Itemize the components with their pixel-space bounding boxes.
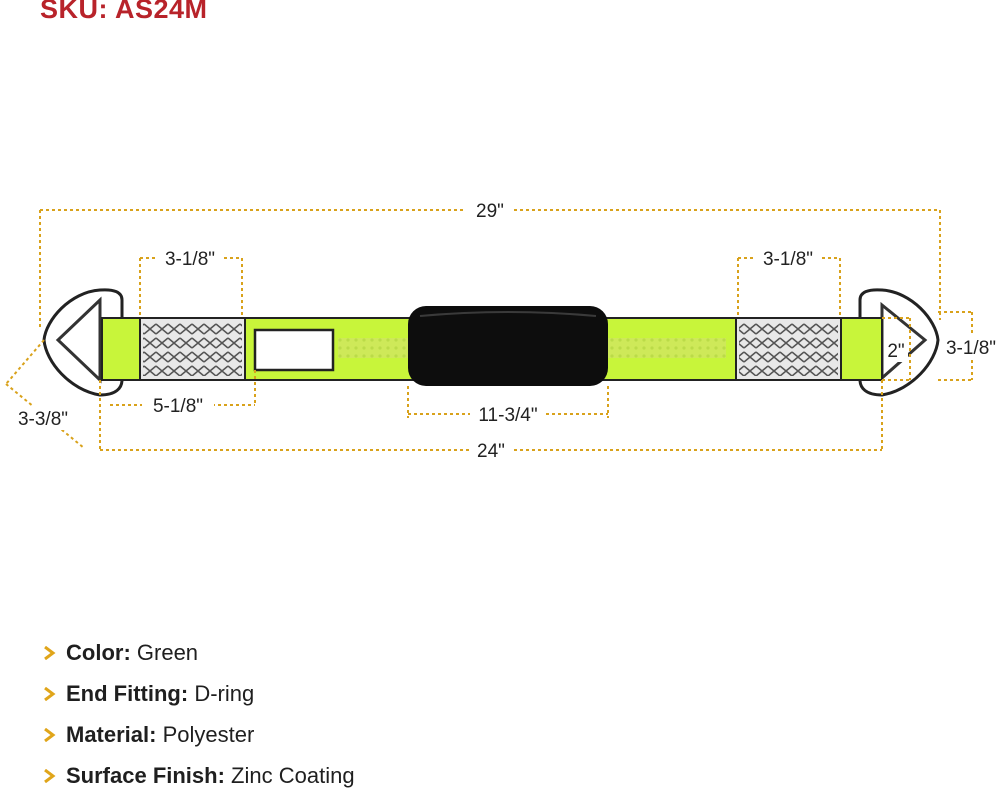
dim-ring-inner: 2" xyxy=(887,341,904,362)
chevron-right-icon xyxy=(44,769,56,783)
spec-value: Zinc Coating xyxy=(231,763,355,788)
dim-overall: 29" xyxy=(476,201,504,222)
spec-key: Surface Finish: xyxy=(66,763,225,788)
dim-pad: 11-3/4" xyxy=(478,405,537,426)
sku-label: SKU: AS24M xyxy=(40,0,208,24)
spec-item-surface-finish: Surface Finish: Zinc Coating xyxy=(40,759,355,800)
dimension-labels: 29" 24" 3-1/8" 3-1/8" 5-1/8" 11-3/4" 3-3… xyxy=(10,198,1000,462)
spec-item-color: Color: Green xyxy=(40,636,355,677)
spec-value: Polyester xyxy=(162,722,255,747)
spec-list: Color: Green End Fitting: D-ring Materia… xyxy=(40,636,355,800)
dim-strap: 24" xyxy=(477,441,505,462)
dim-ring-outer: 3-1/8" xyxy=(946,338,996,359)
spec-value: D-ring xyxy=(194,681,255,706)
strap xyxy=(101,306,883,386)
dim-label-offset: 5-1/8" xyxy=(153,396,203,417)
spec-value: Green xyxy=(136,640,199,665)
spec-item-end-fitting: End Fitting: D-ring xyxy=(40,677,355,718)
spec-key: Material: xyxy=(66,722,157,747)
dim-left-sleeve: 3-1/8" xyxy=(165,249,215,270)
dim-ring-diagonal: 3-3/8" xyxy=(18,409,68,430)
chevron-right-icon xyxy=(44,646,56,660)
spec-key: Color: xyxy=(66,640,131,665)
dim-right-sleeve: 3-1/8" xyxy=(763,249,813,270)
spec-key: End Fitting: xyxy=(66,681,189,706)
spec-item-material: Material: Polyester xyxy=(40,718,355,759)
chevron-right-icon xyxy=(44,687,56,701)
chevron-right-icon xyxy=(44,728,56,742)
